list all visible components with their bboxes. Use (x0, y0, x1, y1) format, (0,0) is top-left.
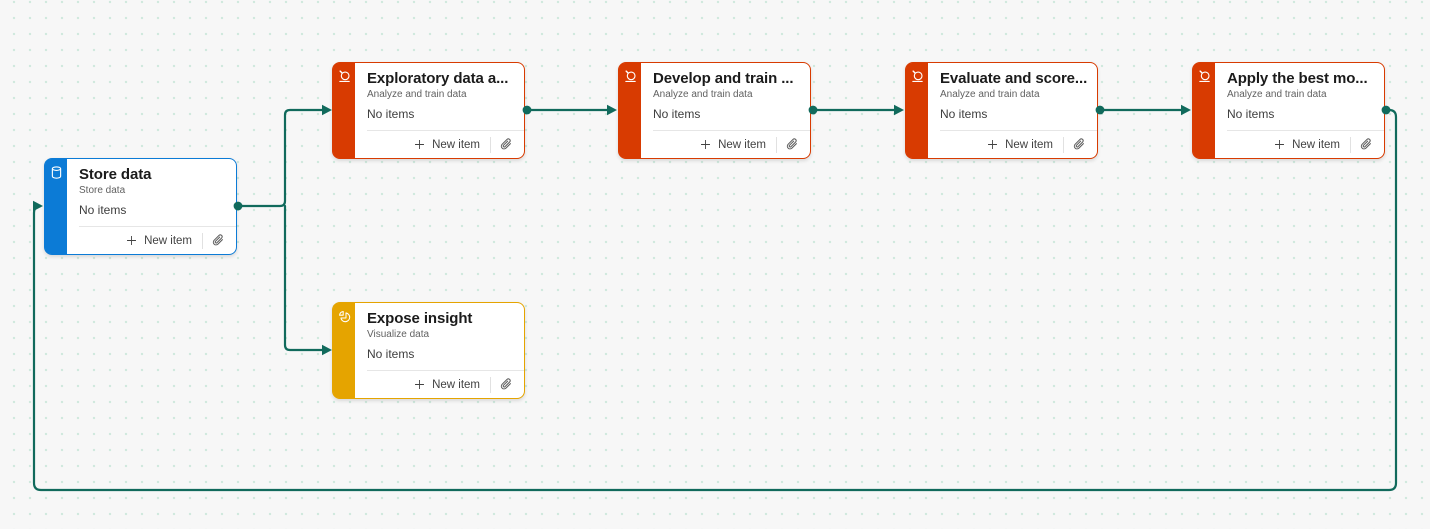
card-items-count: No items (940, 107, 988, 121)
card-accent-stripe (906, 63, 928, 158)
attach-item-button[interactable] (206, 231, 231, 250)
card-accent-stripe (619, 63, 641, 158)
card-accent-stripe (333, 63, 355, 158)
card-footer: New item (79, 226, 236, 254)
card-accent-stripe (1193, 63, 1215, 158)
card-subtitle: Store data (79, 185, 126, 196)
new-item-button[interactable]: New item (979, 136, 1060, 153)
database-icon (49, 165, 64, 180)
card-subtitle: Visualize data (367, 329, 430, 340)
new-item-button[interactable]: New item (406, 136, 487, 153)
new-item-label: New item (432, 138, 480, 151)
attach-item-button[interactable] (1354, 135, 1379, 154)
card-title: Develop and train ... (653, 70, 794, 87)
microscope-icon (1197, 69, 1212, 84)
footer-divider (490, 136, 491, 153)
card-items-count: No items (653, 107, 701, 121)
plus-icon (415, 140, 425, 149)
footer-divider (1063, 136, 1064, 153)
new-item-label: New item (144, 234, 192, 247)
card-footer: New item (1227, 130, 1384, 158)
microscope-icon (623, 69, 638, 84)
paperclip-icon (786, 138, 797, 150)
plus-icon (701, 140, 711, 149)
footer-divider (490, 376, 491, 393)
card-accent-stripe (333, 303, 355, 398)
new-item-label: New item (718, 138, 766, 151)
task-card-store-data[interactable]: Store data Store data No items New item (44, 158, 237, 255)
card-title: Apply the best mo... (1227, 70, 1368, 87)
pie-chart-icon (337, 309, 352, 324)
card-title: Expose insight (367, 310, 473, 327)
card-items-count: No items (79, 203, 127, 217)
attach-item-button[interactable] (780, 135, 805, 154)
card-footer: New item (653, 130, 810, 158)
task-card-develop-and-train[interactable]: Develop and train ... Analyze and train … (618, 62, 811, 159)
footer-divider (1350, 136, 1351, 153)
footer-divider (776, 136, 777, 153)
card-title: Store data (79, 166, 152, 183)
task-card-evaluate-and-score[interactable]: Evaluate and score... Analyze and train … (905, 62, 1098, 159)
new-item-button[interactable]: New item (692, 136, 773, 153)
task-card-apply-the-best-model[interactable]: Apply the best mo... Analyze and train d… (1192, 62, 1385, 159)
card-accent-stripe (45, 159, 67, 254)
card-footer: New item (940, 130, 1097, 158)
card-footer: New item (367, 130, 524, 158)
card-footer: New item (367, 370, 524, 398)
paperclip-icon (500, 378, 511, 390)
plus-icon (988, 140, 998, 149)
card-items-count: No items (367, 107, 415, 121)
new-item-button[interactable]: New item (406, 376, 487, 393)
microscope-icon (337, 69, 352, 84)
attach-item-button[interactable] (1067, 135, 1092, 154)
card-title: Evaluate and score... (940, 70, 1088, 87)
task-card-expose-insight[interactable]: Expose insight Visualize data No items N… (332, 302, 525, 399)
card-items-count: No items (367, 347, 415, 361)
card-items-count: No items (1227, 107, 1275, 121)
new-item-label: New item (1005, 138, 1053, 151)
new-item-label: New item (1292, 138, 1340, 151)
plus-icon (415, 380, 425, 389)
plus-icon (127, 236, 137, 245)
task-card-exploratory-data-analysis[interactable]: Exploratory data a... Analyze and train … (332, 62, 525, 159)
paperclip-icon (500, 138, 511, 150)
card-title: Exploratory data a... (367, 70, 509, 87)
attach-item-button[interactable] (494, 375, 519, 394)
card-subtitle: Analyze and train data (653, 89, 753, 100)
microscope-icon (910, 69, 925, 84)
new-item-button[interactable]: New item (1266, 136, 1347, 153)
paperclip-icon (212, 234, 223, 246)
card-subtitle: Analyze and train data (1227, 89, 1327, 100)
footer-divider (202, 232, 203, 249)
new-item-label: New item (432, 378, 480, 391)
paperclip-icon (1360, 138, 1371, 150)
attach-item-button[interactable] (494, 135, 519, 154)
plus-icon (1275, 140, 1285, 149)
paperclip-icon (1073, 138, 1084, 150)
card-subtitle: Analyze and train data (367, 89, 467, 100)
new-item-button[interactable]: New item (118, 232, 199, 249)
card-subtitle: Analyze and train data (940, 89, 1040, 100)
